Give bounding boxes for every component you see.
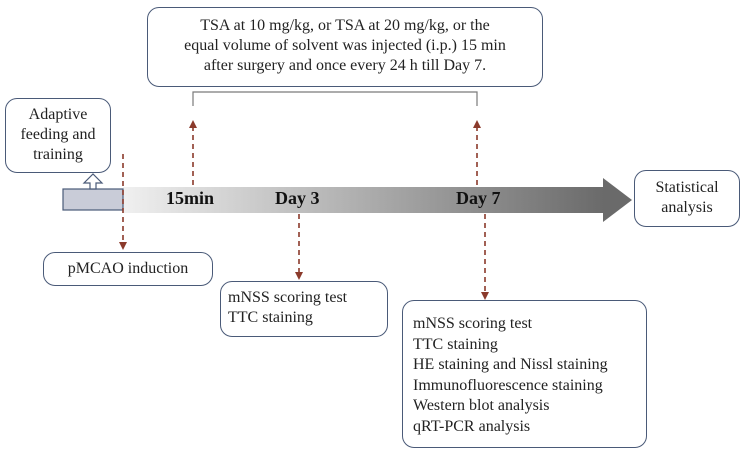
day3-tests-text: mNSS scoring test TTC staining	[228, 288, 388, 328]
statistical-analysis-box: Statistical analysis	[634, 170, 740, 227]
statistical-line-2: analysis	[661, 199, 713, 216]
hollow-up-arrow	[82, 173, 104, 190]
day7-line-3: HE staining and Nissl staining	[413, 356, 608, 373]
arrowhead-day7-down	[481, 292, 489, 300]
timeline-label-15min: 15min	[166, 188, 215, 208]
arrowhead-15min	[189, 120, 197, 128]
injection-note-box: TSA at 10 mg/kg, or TSA at 20 mg/kg, or …	[147, 7, 543, 87]
day7-line-4: Immunofluorescence staining	[413, 376, 603, 394]
statistical-line-1: Statistical	[655, 179, 719, 196]
timeline-label-day3: Day 3	[275, 188, 320, 208]
pmcao-induction-label: pMCAO induction	[67, 260, 189, 277]
day7-line-5: Western blot analysis	[413, 397, 550, 414]
day7-line-2: TTC staining	[413, 335, 498, 353]
day3-line-1: mNSS scoring test	[228, 289, 348, 306]
statistical-analysis-text: Statistical analysis	[635, 178, 739, 218]
adaptive-line-2: feeding and	[20, 126, 96, 143]
injection-note-line-2: equal volume of solvent was injected (i.…	[184, 37, 506, 54]
timeline-arrow	[123, 178, 632, 222]
injection-bracket	[192, 91, 478, 106]
day7-tests-text: mNSS scoring test TTC staining HE staini…	[413, 314, 645, 437]
timeline-label-day7: Day 7	[456, 188, 501, 208]
start-block	[62, 188, 124, 211]
day7-line-1: mNSS scoring test	[413, 315, 533, 332]
adaptive-feeding-box: Adaptive feeding and training	[5, 98, 111, 173]
adaptive-feeding-text: Adaptive feeding and training	[6, 105, 110, 165]
arrowhead-pmcao	[119, 242, 127, 250]
injection-note-line-1: TSA at 10 mg/kg, or TSA at 20 mg/kg, or …	[200, 17, 490, 34]
day7-tests-box: mNSS scoring test TTC staining HE staini…	[402, 300, 647, 448]
day3-tests-box: mNSS scoring test TTC staining	[220, 281, 388, 337]
injection-note-line-3: after surgery and once every 24 h till D…	[203, 57, 487, 74]
adaptive-line-1: Adaptive	[28, 106, 88, 123]
day3-line-2: TTC staining	[228, 309, 313, 326]
pmcao-induction-box: pMCAO induction	[43, 252, 213, 286]
day7-line-6: qRT-PCR analysis	[413, 417, 531, 435]
arrowhead-day7-up	[473, 120, 481, 128]
arrowhead-day3	[295, 272, 303, 280]
adaptive-line-3: training	[33, 146, 83, 163]
injection-note-text: TSA at 10 mg/kg, or TSA at 20 mg/kg, or …	[148, 16, 542, 76]
